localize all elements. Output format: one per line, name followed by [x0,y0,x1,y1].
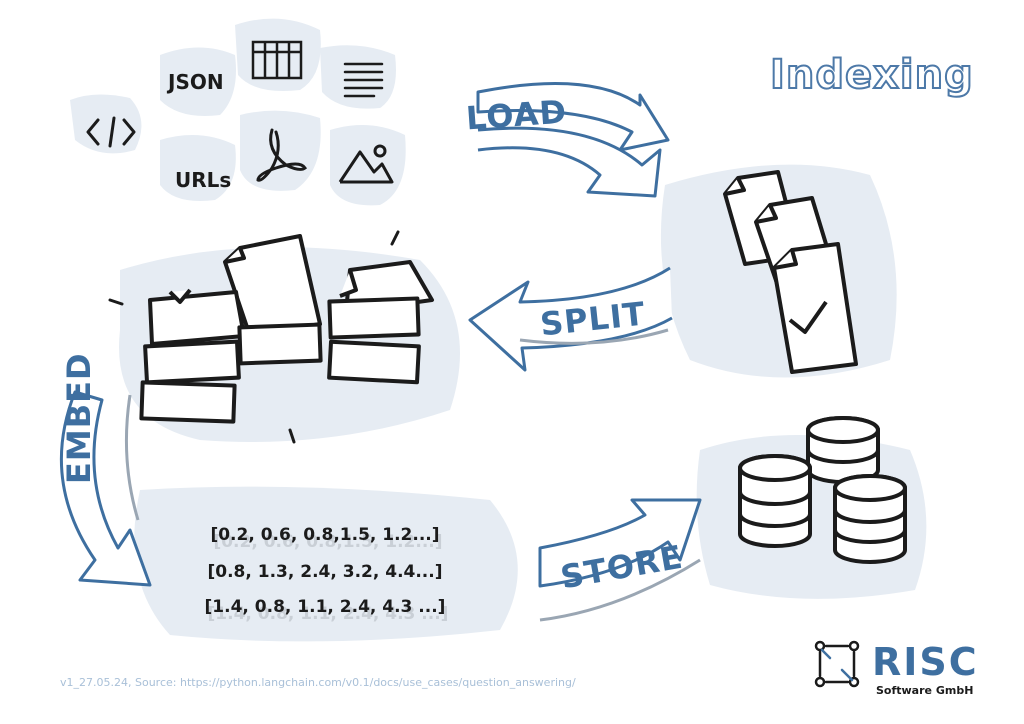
split-documents-icon [723,170,858,374]
risc-logo-icon [814,640,860,688]
json-label: JSON [168,70,224,94]
sketch-marks [108,230,400,444]
pdf-icon [256,128,307,182]
split-arrow [468,266,673,372]
image-icon [338,144,394,184]
embedding-vector-2: [0.8, 1.3, 2.4, 3.2, 4.4...] [207,562,443,582]
code-icon [86,116,136,148]
brand-name: RISC [872,640,979,684]
step-embed: EMBED [60,352,98,484]
table-icon [251,40,303,80]
source-footer: v1_27.05.24, Source: https://python.lang… [60,676,576,689]
brand-subtitle: Software GmbH [876,684,974,697]
embedding-vector-1: [0.2, 0.6, 0.8,1.5, 1.2...] [210,525,440,545]
embed-arrow [59,390,152,587]
load-arrow [476,82,670,198]
database-icon [738,416,907,564]
text-lines-icon [343,62,384,98]
page-title: Indexing [769,51,974,99]
embedding-vector-3-shadow: [1.4, 0.8, 1.1, 2.4, 4.3 ...] [207,604,449,624]
store-arrow [538,498,702,622]
step-load: LOAD [464,92,569,138]
urls-label: URLs [175,168,232,192]
embedding-vector-3: [1.4, 0.8, 1.1, 2.4, 4.3 ...] [204,597,446,617]
embedding-vector-1-shadow: [0.2, 0.6, 0.8,1.5, 1.2...] [213,532,443,552]
document-chunks-icon [139,234,434,424]
